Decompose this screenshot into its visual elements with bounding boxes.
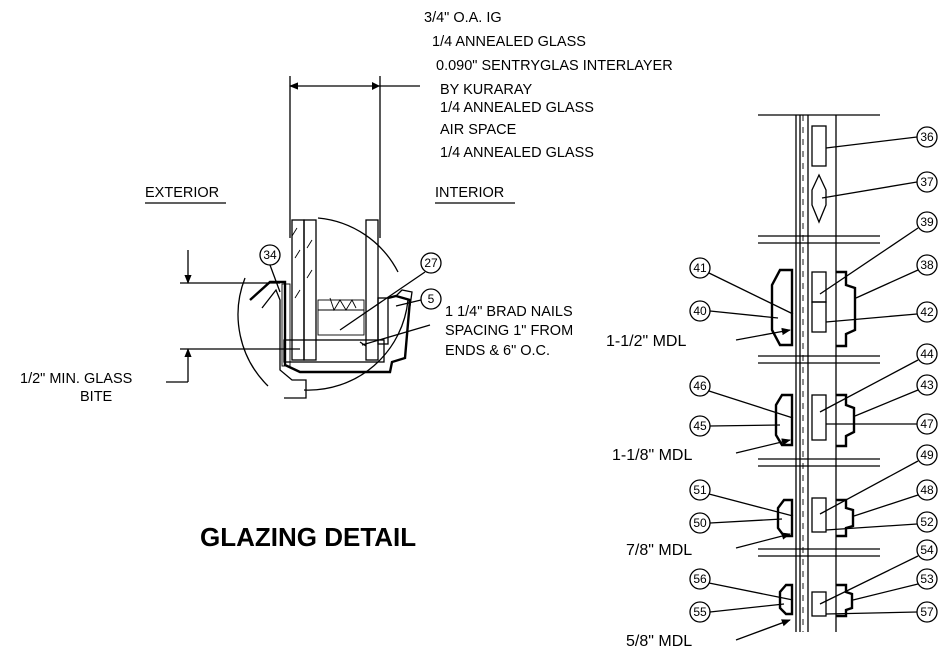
note-line-5: AIR SPACE (440, 122, 517, 138)
callout-57: 57 (825, 601, 938, 623)
svg-text:51: 51 (693, 483, 707, 497)
note-line-3: BY KURARAY (440, 82, 532, 98)
svg-text:44: 44 (920, 347, 934, 361)
callout-37: 37 (821, 171, 938, 199)
callout-47: 47 (826, 413, 938, 435)
svg-text:27: 27 (424, 256, 438, 270)
svg-text:50: 50 (693, 516, 707, 530)
callout-38: 38 (855, 254, 938, 299)
mdl-label-7-8: 7/8" MDL (626, 542, 692, 559)
svg-text:40: 40 (693, 304, 707, 318)
callout-53: 53 (852, 568, 938, 601)
callout-39: 39 (819, 211, 938, 295)
glass-bite-line-0: 1/2" MIN. GLASS (20, 371, 132, 387)
brad-line-2: ENDS & 6" O.C. (445, 343, 550, 359)
ig-dimension (289, 76, 420, 238)
interior-label: INTERIOR (435, 185, 504, 201)
svg-text:37: 37 (920, 175, 934, 189)
note-line-2: 0.090" SENTRYGLAS INTERLAYER (436, 58, 673, 74)
glazing-callout-34: 34 (259, 244, 281, 293)
glazing-section (237, 217, 431, 399)
right-callouts: 36 37 39 38 42 44 43 47 49 48 52 54 53 5… (819, 126, 938, 623)
svg-text:57: 57 (920, 605, 934, 619)
svg-text:45: 45 (693, 419, 707, 433)
mdl-elevations (735, 114, 880, 641)
glass-notes: 3/4" O.A. IG 1/4 ANNEALED GLASS 0.090" S… (424, 10, 673, 161)
callout-36: 36 (825, 126, 938, 149)
svg-text:46: 46 (693, 379, 707, 393)
callout-55: 55 (689, 601, 785, 623)
callout-56: 56 (689, 568, 794, 601)
svg-text:41: 41 (693, 261, 707, 275)
brad-line-0: 1 1/4" BRAD NAILS (445, 304, 573, 320)
brad-line-1: SPACING 1" FROM (445, 323, 573, 339)
glazing-callout-5: 5 (395, 288, 442, 310)
callout-42: 42 (825, 301, 938, 323)
svg-text:49: 49 (920, 448, 934, 462)
svg-text:52: 52 (920, 515, 934, 529)
callout-54: 54 (819, 539, 938, 605)
svg-text:54: 54 (920, 543, 934, 557)
note-line-6: 1/4 ANNEALED GLASS (440, 145, 594, 161)
callout-51: 51 (689, 479, 794, 517)
callout-50: 50 (689, 512, 783, 534)
svg-text:34: 34 (263, 248, 277, 262)
svg-text:39: 39 (920, 215, 934, 229)
callout-40: 40 (689, 300, 779, 322)
callout-43: 43 (854, 374, 938, 417)
note-line-1: 1/4 ANNEALED GLASS (432, 34, 586, 50)
callout-52: 52 (825, 511, 938, 533)
detail-title: GLAZING DETAIL (200, 522, 416, 552)
left-callouts: 41 40 46 45 51 50 56 55 (689, 257, 794, 623)
svg-text:55: 55 (693, 605, 707, 619)
callout-48: 48 (853, 479, 938, 517)
note-line-4: 1/4 ANNEALED GLASS (440, 100, 594, 116)
callout-41: 41 (689, 257, 794, 315)
svg-text:48: 48 (920, 483, 934, 497)
mdl-label-1-1-2: 1-1/2" MDL (606, 333, 686, 350)
glazing-callout-27: 27 (339, 252, 442, 331)
svg-text:43: 43 (920, 378, 934, 392)
svg-text:36: 36 (920, 130, 934, 144)
callout-44: 44 (819, 343, 938, 413)
callout-46: 46 (689, 375, 794, 419)
mdl-label-5-8: 5/8" MDL (626, 633, 692, 650)
svg-text:56: 56 (693, 572, 707, 586)
mdl-label-1-1-8: 1-1/8" MDL (612, 447, 692, 464)
svg-text:38: 38 (920, 258, 934, 272)
glass-bite-line-1: BITE (80, 389, 113, 405)
svg-text:47: 47 (920, 417, 934, 431)
svg-text:5: 5 (428, 292, 435, 306)
note-line-0: 3/4" O.A. IG (424, 10, 502, 26)
bite-dimension (166, 250, 300, 383)
callout-49: 49 (819, 444, 938, 515)
callout-45: 45 (689, 415, 781, 437)
exterior-label: EXTERIOR (145, 185, 219, 201)
svg-text:42: 42 (920, 305, 934, 319)
svg-text:53: 53 (920, 572, 934, 586)
